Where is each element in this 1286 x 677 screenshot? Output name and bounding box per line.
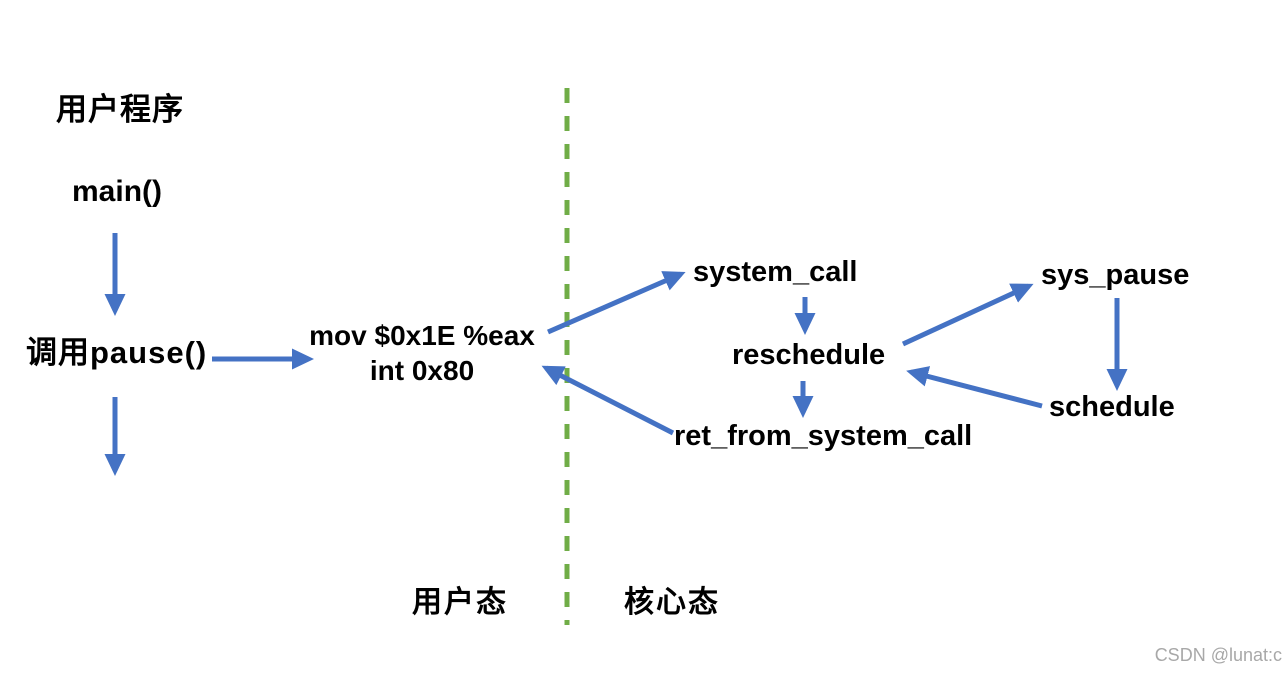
- int-0x80-instruction: int 0x80: [369, 355, 475, 386]
- csdn-watermark: CSDN @lunat:c: [1154, 645, 1282, 665]
- mov-eax-instruction: mov $0x1E %eax: [309, 320, 535, 351]
- arrow-ret-to-int: [541, 365, 675, 436]
- arrow-reschedule-to-sys-pause: [901, 283, 1034, 347]
- reschedule-label: reschedule: [732, 339, 886, 371]
- main-label: main(): [72, 175, 162, 208]
- ret-from-system-call-label: ret_from_system_call: [674, 420, 973, 452]
- assembly-instruction-block: mov $0x1E %eax int 0x80: [288, 318, 556, 388]
- schedule-label: schedule: [1049, 391, 1175, 423]
- user-mode-label: 用户态: [412, 586, 508, 619]
- call-pause-label: 调用pause(): [26, 335, 208, 370]
- user-program-label: 用户程序: [56, 92, 184, 127]
- arrow-int-to-system-call: [547, 271, 686, 335]
- system-call-label: system_call: [693, 256, 858, 288]
- kernel-mode-label: 核心态: [624, 586, 720, 619]
- sys-pause-label: sys_pause: [1041, 259, 1190, 291]
- arrow-schedule-to-reschedule: [906, 366, 1043, 409]
